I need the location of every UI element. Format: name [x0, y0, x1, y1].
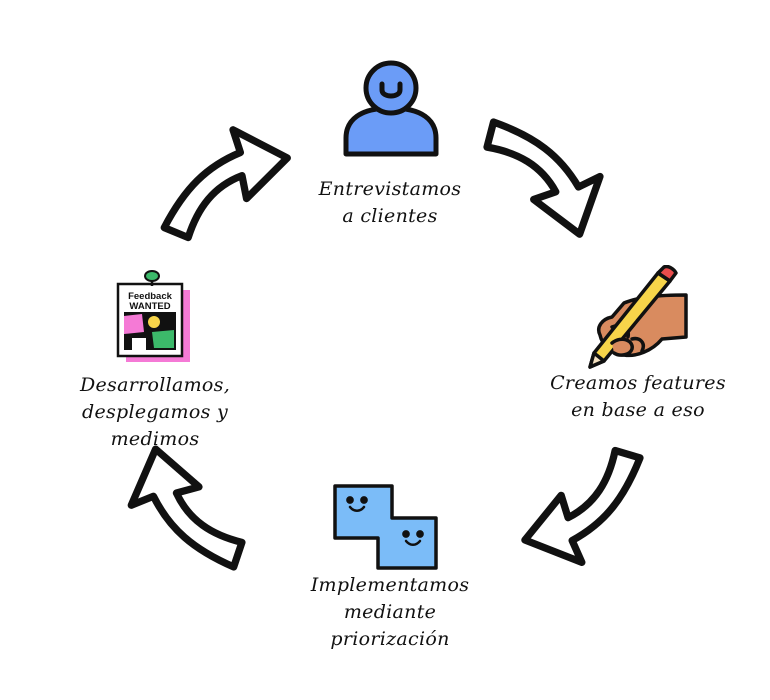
- poster-subtitle: WANTED: [129, 301, 171, 312]
- arrow-develop-to-interview: [158, 126, 293, 239]
- feedback-wanted-poster: Feedback WANTED: [112, 268, 194, 364]
- step-label-line: desplegamos y: [81, 401, 228, 423]
- poster-title: Feedback: [128, 291, 172, 302]
- step-label-line: Implementamos: [310, 574, 470, 596]
- step-label-create: Creamos features en base a eso: [528, 370, 748, 424]
- step-label-line: Entrevistamos: [318, 178, 462, 200]
- step-label-interview: Entrevistamos a clientes: [290, 176, 490, 230]
- step-label-line: mediante: [343, 601, 437, 623]
- step-label-line: a clientes: [342, 205, 438, 227]
- feedback-wanted-poster-icon: [116, 270, 190, 362]
- step-label-line: en base a eso: [571, 399, 705, 421]
- smiling-blocks-icon: [333, 484, 438, 570]
- arrow-create-to-implement: [512, 446, 656, 571]
- step-label-line: medimos: [110, 428, 200, 450]
- arrow-implement-to-develop: [124, 439, 245, 580]
- hand-writing-pencil-icon: [588, 265, 688, 369]
- step-label-line: Creamos features: [550, 372, 726, 394]
- step-label-implement: Implementamos mediante priorización: [280, 572, 500, 653]
- arrow-interview-to-create: [482, 103, 611, 250]
- step-label-develop: Desarrollamos, desplegamos y medimos: [50, 372, 260, 453]
- person-icon: [343, 60, 439, 157]
- step-label-line: Desarrollamos,: [79, 374, 231, 396]
- step-label-line: priorización: [330, 628, 450, 650]
